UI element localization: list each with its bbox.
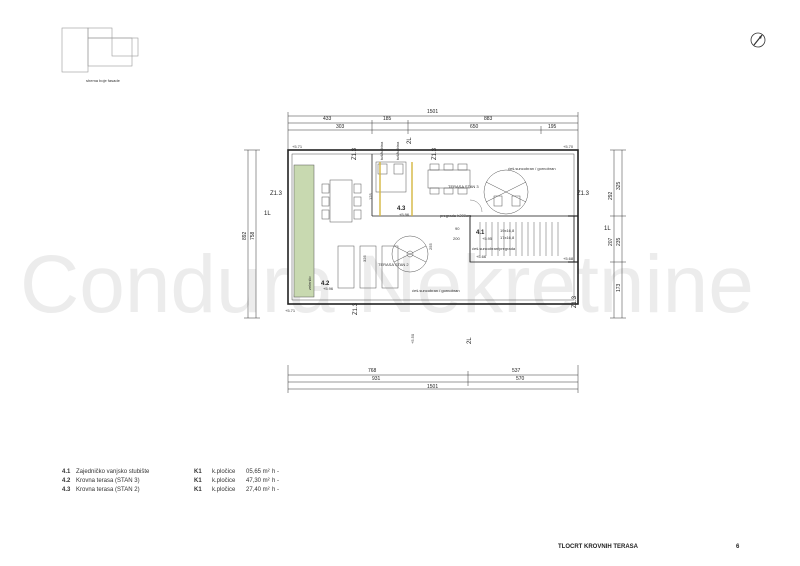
- dim-bottom-931: 931: [372, 376, 381, 382]
- zone-mark-top-2: Z1.3: [432, 147, 438, 160]
- north-arrow-icon: [750, 32, 766, 48]
- legend-row: 4.1 Zajedničko vanjsko stubište K1 k.plo…: [62, 469, 279, 475]
- legend-desc: Krovna terasa (STAN 3): [76, 478, 140, 484]
- room-4-2: 4.2: [321, 281, 330, 287]
- legend-code: K1: [194, 478, 202, 484]
- zone-mark-bottom: Z1.3: [353, 302, 359, 315]
- dim-bottom-768: 768: [368, 368, 377, 374]
- drawing-title: TLOCRT KROVNIH TERASA: [558, 544, 638, 550]
- room-label-terasa-stan3: TERASA STAN 3: [448, 184, 479, 189]
- note-umbrella-top: ćeš.suncobran / gornobran: [508, 166, 556, 171]
- room-label-terasa-stan2: TERASA STAN 2: [378, 262, 409, 267]
- legend-h: h -: [272, 469, 280, 475]
- level-mark-7: +5.71: [285, 308, 296, 313]
- legend-row: 4.2 Krovna terasa (STAN 3) K1 k.pločice …: [62, 478, 279, 484]
- legend-label: k.pločice: [212, 478, 236, 484]
- dim-bottom-537: 537: [512, 368, 521, 374]
- dim-top-883: 883: [484, 116, 493, 122]
- level-mark-5: +5.66: [476, 254, 487, 259]
- room-4-1: 4.1: [476, 230, 485, 236]
- inner-dim-255: 255: [428, 243, 433, 250]
- zone-mark-bottom-right: Z1.3: [572, 295, 578, 308]
- level-mark-1: +5.96: [399, 212, 410, 217]
- dim-right-173: 173: [616, 283, 622, 292]
- inner-dim-200: 200: [453, 236, 460, 241]
- facade-scheme-caption: shema boje fasade: [86, 78, 120, 83]
- dim-left-892: 892: [242, 231, 248, 240]
- dim-right-292: 292: [608, 191, 614, 200]
- facade-color-scheme: [61, 27, 139, 73]
- note-stair-2: 17x16,8: [500, 235, 515, 240]
- legend-h: h -: [272, 478, 280, 484]
- zone-mark-right: Z1.3: [577, 191, 590, 197]
- note-partition: pregrada h200cm: [440, 213, 472, 218]
- watermark: Condura Nekretnine: [20, 239, 754, 330]
- note-shower-2: tuš/kabina: [395, 141, 400, 160]
- legend-code: K1: [194, 469, 202, 475]
- legend-desc: Krovna terasa (STAN 2): [76, 487, 140, 493]
- dim-top-185: 185: [383, 116, 392, 122]
- legend-area: 47,30 m²: [246, 478, 270, 484]
- legend-area: 05,65 m²: [246, 469, 270, 475]
- level-mark-9: +5.50: [410, 333, 415, 344]
- level-mark-8: +5.96: [323, 286, 334, 291]
- page-number: 6: [736, 544, 740, 550]
- dim-right-235: 235: [616, 237, 622, 246]
- dim-top-433: 433: [323, 116, 332, 122]
- dim-top-650: 650: [470, 124, 479, 130]
- inner-dim-325: 325: [362, 255, 367, 262]
- planter-green-strip: [293, 164, 315, 298]
- legend-code: K1: [194, 487, 202, 493]
- level-mark-6: +5.68: [563, 256, 574, 261]
- inner-dim-125: 125: [368, 193, 373, 200]
- legend-h: h -: [272, 487, 280, 493]
- note-stair-1: 19x16,8: [500, 228, 515, 233]
- dim-right-207: 207: [608, 237, 614, 246]
- dim-right-325: 325: [616, 181, 622, 190]
- note-shower-1: tuš/kabina: [379, 141, 384, 160]
- legend-area: 27,40 m²: [246, 487, 270, 493]
- zone-mark-left: Z1.3: [270, 191, 283, 197]
- level-mark-3: +5.71: [292, 144, 303, 149]
- room-4-3: 4.3: [397, 206, 406, 212]
- legend-num: 4.3: [62, 487, 71, 493]
- note-umbrella-bottom: ćeš.suncobran / gornobran: [412, 288, 460, 293]
- note-greenery: zelenilo: [307, 276, 312, 290]
- legend-num: 4.2: [62, 478, 71, 484]
- dim-left-758: 758: [250, 231, 256, 240]
- inner-dim-90: 90: [455, 226, 460, 231]
- level-mark-2: +5.95: [482, 236, 493, 241]
- legend-num: 4.1: [62, 469, 71, 475]
- legend-label: k.pločice: [212, 469, 236, 475]
- dim-top-195: 195: [548, 124, 557, 130]
- section-mark-2l-bottom: 2L: [467, 337, 473, 344]
- zone-mark-top-1: Z1.3: [352, 147, 358, 160]
- dim-bottom-total: 1501: [427, 384, 438, 390]
- dim-top-303: 303: [336, 124, 345, 130]
- legend-label: k.pločice: [212, 487, 236, 493]
- section-mark-1l-right: 1L: [604, 226, 611, 232]
- note-screen: ćeš.suncobran/pregrada: [472, 246, 516, 251]
- dim-bottom-570: 570: [516, 376, 525, 382]
- level-mark-4: +5.70: [563, 144, 574, 149]
- section-mark-1l-left: 1L: [264, 211, 271, 217]
- legend-row: 4.3 Krovna terasa (STAN 2) K1 k.pločice …: [62, 487, 279, 493]
- dim-top-total: 1501: [427, 109, 438, 115]
- legend-desc: Zajedničko vanjsko stubište: [76, 469, 150, 475]
- section-mark-2l-top: 2L: [407, 137, 413, 144]
